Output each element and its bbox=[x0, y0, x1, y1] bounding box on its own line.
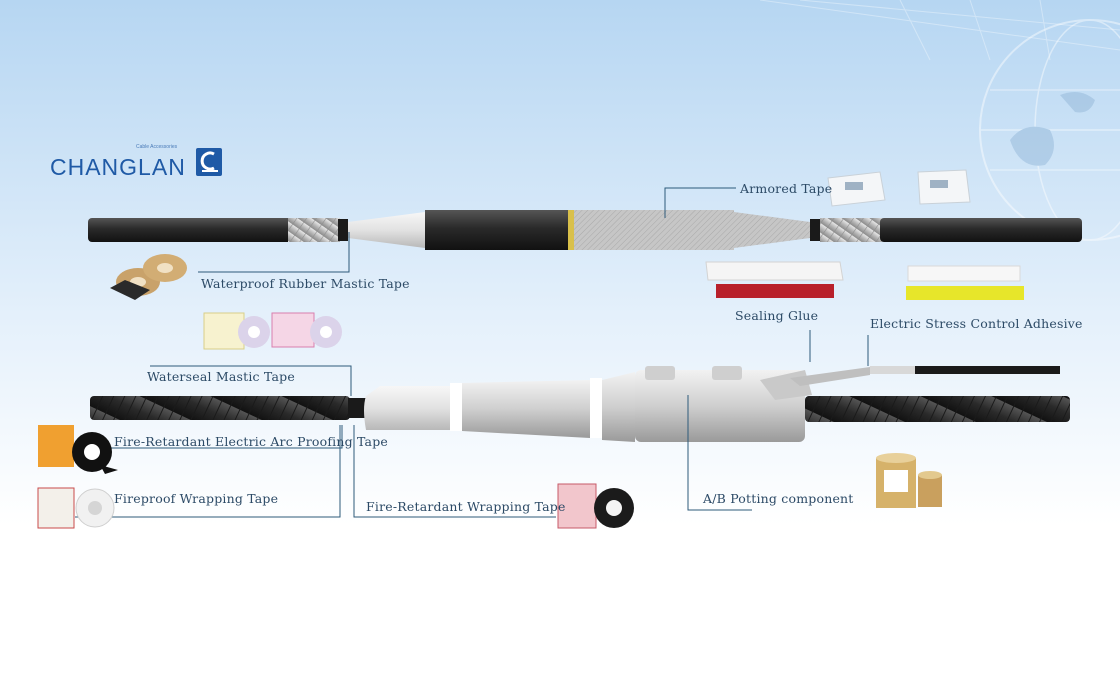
top-cable-left-armor bbox=[288, 218, 340, 242]
waterproof-rubber-mastic-tape-product bbox=[110, 254, 187, 300]
fire-retardant-wrapping-tape-product bbox=[557, 483, 634, 529]
top-cable-center-sleeve bbox=[425, 210, 570, 250]
label-waterproof-rubber-mastic-tape: Waterproof Rubber Mastic Tape bbox=[201, 276, 410, 291]
bottom-cable-joint bbox=[90, 366, 1070, 442]
label-fire-retardant-wrapping-tape: Fire-Retardant Wrapping Tape bbox=[366, 499, 566, 514]
ab-potting-component-product bbox=[876, 453, 942, 508]
label-sealing-glue: Sealing Glue bbox=[735, 308, 819, 323]
brand-tagline: Cable Accessories bbox=[136, 144, 178, 150]
armored-tape-packet-2 bbox=[917, 169, 971, 205]
armored-tape-packet-1 bbox=[827, 171, 886, 207]
bottom-joint-body bbox=[462, 380, 590, 438]
label-fire-retardant-arc-proofing-tape: Fire-Retardant Electric Arc Proofing Tap… bbox=[114, 434, 389, 449]
label-waterseal-mastic-tape: Waterseal Mastic Tape bbox=[147, 369, 295, 384]
label-electric-stress-control-adhesive: Electric Stress Control Adhesive bbox=[870, 316, 1083, 331]
brand-mark-icon bbox=[196, 148, 222, 176]
armored-tape-wrap bbox=[574, 210, 734, 250]
waterseal-mastic-tape-product bbox=[203, 312, 342, 350]
ab-potting-housing bbox=[635, 370, 805, 442]
top-cable-right-jacket bbox=[880, 218, 1082, 242]
top-cable-left-jacket bbox=[88, 218, 293, 242]
arc-proofing-tape-product bbox=[38, 425, 118, 474]
branch-cable bbox=[915, 366, 1060, 374]
globe-graphic bbox=[979, 19, 1120, 241]
label-ab-potting-component: A/B Potting component bbox=[703, 491, 854, 506]
bottom-cable-right-jacket bbox=[805, 396, 1070, 422]
stress-control-adhesive-product bbox=[906, 265, 1024, 300]
top-cable-joint bbox=[88, 210, 1082, 250]
brand-name: CHANGLAN bbox=[50, 154, 186, 180]
fireproof-wrapping-tape-product bbox=[37, 487, 115, 529]
bottom-cable-left-jacket bbox=[90, 396, 350, 420]
label-fireproof-wrapping-tape: Fireproof Wrapping Tape bbox=[114, 491, 279, 506]
grid-lines-graphic bbox=[759, 0, 1120, 61]
top-cable-right-armor bbox=[820, 218, 882, 242]
leader-lines bbox=[75, 187, 869, 518]
label-armored-tape: Armored Tape bbox=[740, 181, 833, 196]
sealing-glue-product bbox=[705, 261, 844, 298]
